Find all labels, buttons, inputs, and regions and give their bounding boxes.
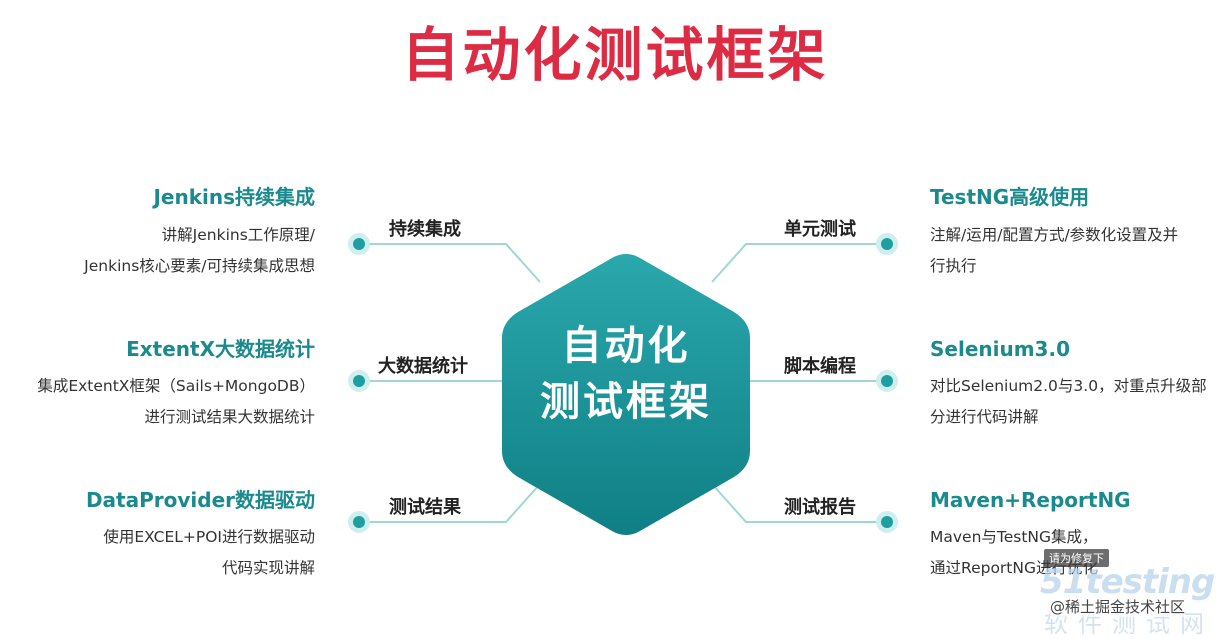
connector-right-bottom bbox=[711, 483, 886, 523]
center-label: 自动化 测试框架 bbox=[499, 318, 753, 430]
topic-desc-dataprovider: 使用EXCEL+POI进行数据驱动 代码实现讲解 bbox=[103, 522, 315, 584]
branch-dot-right-top bbox=[881, 238, 893, 250]
topic-title-jenkins: Jenkins持续集成 bbox=[153, 185, 315, 209]
connector-left-bottom bbox=[362, 483, 541, 523]
branch-dot-right-bottom bbox=[881, 516, 893, 528]
topic-title-testng: TestNG高级使用 bbox=[930, 185, 1090, 209]
branch-dot-left-bottom bbox=[353, 516, 365, 528]
topic-desc-maven-line1: Maven与TestNG集成， bbox=[930, 528, 1098, 546]
branch-label-bigdata: 大数据统计 bbox=[378, 356, 468, 377]
topic-desc-selenium-line1: 对比Selenium2.0与3.0，对重点升级部 bbox=[930, 377, 1207, 395]
topic-desc-testng-line1: 注解/运用/配置方式/参数化设置及并 bbox=[930, 226, 1179, 244]
topic-desc-extentx-line1: 集成ExtentX框架（Sails+MongoDB） bbox=[37, 377, 315, 395]
topic-desc-extentx: 集成ExtentX框架（Sails+MongoDB） 进行测试结果大数据统计 bbox=[37, 371, 315, 433]
topic-title-dataprovider: DataProvider数据驱动 bbox=[85, 488, 315, 512]
branch-dot-right-mid bbox=[881, 375, 893, 387]
topic-desc-testng-line2: 行执行 bbox=[930, 257, 977, 275]
branch-dot-left-mid bbox=[353, 375, 365, 387]
topic-title-selenium: Selenium3.0 bbox=[930, 337, 1070, 361]
center-hexagon bbox=[502, 254, 750, 535]
branch-dot-left-top bbox=[353, 238, 365, 250]
topic-desc-selenium-line2: 分进行代码讲解 bbox=[930, 408, 1039, 426]
connector-left-top bbox=[362, 243, 541, 283]
branch-label-report: 测试报告 bbox=[784, 497, 856, 518]
topic-desc-jenkins-line2: Jenkins核心要素/可持续集成思想 bbox=[84, 257, 315, 275]
connector-right-top bbox=[711, 243, 886, 283]
topic-title-maven: Maven+ReportNG bbox=[930, 488, 1131, 512]
watermark-tooltip: 请为修复下 bbox=[1044, 549, 1109, 567]
topic-desc-dataprovider-line2: 代码实现讲解 bbox=[221, 559, 315, 577]
topic-desc-testng: 注解/运用/配置方式/参数化设置及并 行执行 bbox=[930, 220, 1178, 282]
topic-desc-jenkins-line1: 讲解Jenkins工作原理/ bbox=[161, 226, 315, 244]
center-label-line1: 自动化 bbox=[561, 323, 691, 369]
watermark-logo: 51testing bbox=[1040, 562, 1215, 602]
branch-label-results: 测试结果 bbox=[389, 497, 461, 518]
watermark-author: @稀土掘金技术社区 bbox=[1050, 596, 1186, 617]
page-title: 自动化测试框架 bbox=[401, 21, 829, 89]
center-label-line2: 测试框架 bbox=[540, 379, 712, 425]
topic-desc-extentx-line2: 进行测试结果大数据统计 bbox=[144, 408, 315, 426]
branch-label-scripting: 脚本编程 bbox=[784, 356, 856, 377]
topic-title-extentx: ExtentX大数据统计 bbox=[126, 337, 315, 361]
branch-label-unit-test: 单元测试 bbox=[784, 219, 856, 240]
topic-desc-jenkins: 讲解Jenkins工作原理/ Jenkins核心要素/可持续集成思想 bbox=[84, 220, 315, 282]
branch-label-ci: 持续集成 bbox=[389, 219, 461, 240]
topic-desc-dataprovider-line1: 使用EXCEL+POI进行数据驱动 bbox=[103, 528, 315, 546]
topic-desc-selenium: 对比Selenium2.0与3.0，对重点升级部 分进行代码讲解 bbox=[930, 371, 1207, 433]
